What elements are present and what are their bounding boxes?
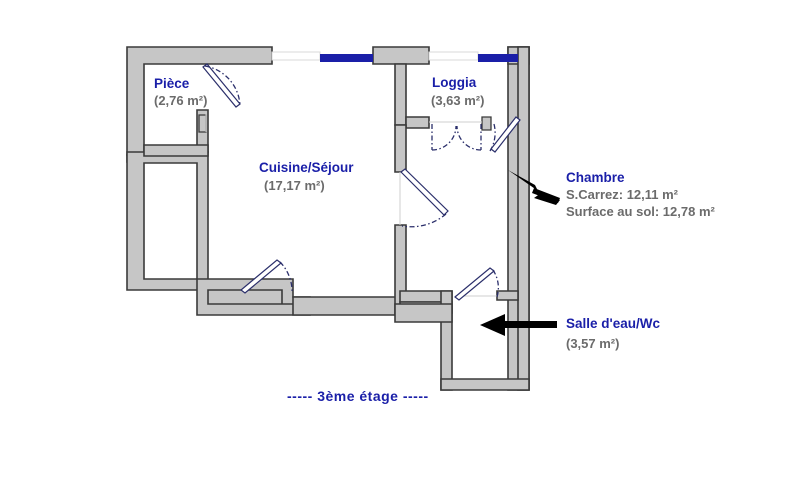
window-opening-white-2 [428, 51, 479, 61]
door-swing-icon-cuisine-bottom [240, 259, 293, 294]
room-label-loggia: Loggia (3,63 m²) [431, 75, 484, 108]
room-name-loggia: Loggia [432, 75, 477, 90]
window-icon-1 [320, 54, 373, 62]
wall-loggia-door-jamb [481, 116, 492, 131]
wall-piece-door-jamb [198, 114, 207, 133]
floor-caption: ----- 3ème étage ----- [287, 388, 429, 404]
wall-central-divider-upper [394, 124, 407, 173]
windows-group [271, 51, 518, 62]
arrow-pointer-icon-chambre [508, 170, 560, 205]
wall-left-main [126, 151, 209, 291]
wall-top-center-stub [372, 46, 430, 65]
callout-salle-d-eau-wc: Salle d'eau/Wc (3,57 m²) [566, 316, 660, 351]
room-area-loggia: (3,63 m²) [431, 93, 484, 108]
door-swing-icon-loggia-right [489, 116, 521, 153]
room-name-piece: Pièce [154, 76, 190, 91]
room-labels-group: Pièce (2,76 m²) Cuisine/Séjour (17,17 m²… [154, 75, 484, 193]
room-label-piece: Pièce (2,76 m²) [154, 76, 207, 108]
callout-name-salle-d-eau-wc: Salle d'eau/Wc [566, 316, 660, 331]
callout-labels-group: Chambre S.Carrez: 12,11 m² Surface au so… [566, 170, 716, 351]
window-icon-2 [478, 54, 518, 62]
wall-piece-bottom [143, 144, 209, 157]
wall-loggia-bottom-left [405, 116, 430, 129]
wall-cuisine-to-bathroom [394, 303, 453, 323]
callout-line-salle-d-eau-area: (3,57 m²) [566, 336, 619, 351]
arrow-pointer-icon-salle-d-eau [480, 314, 557, 336]
wall-right-outer [517, 46, 530, 391]
walls-group [126, 46, 530, 391]
wall-center-vertical-top [394, 63, 407, 126]
callout-name-chambre: Chambre [566, 170, 625, 185]
door-swing-icon-central [399, 168, 449, 228]
wall-bathroom-top-right [496, 290, 519, 301]
callout-chambre: Chambre S.Carrez: 12,11 m² Surface au so… [566, 170, 716, 219]
wall-bathroom-bottom [440, 378, 530, 391]
door-swing-icon-loggia-double [429, 121, 482, 151]
callout-arrows-group [480, 170, 560, 336]
room-area-piece: (2,76 m²) [154, 93, 207, 108]
door-swing-icon-piece [202, 63, 241, 132]
window-opening-white-1 [271, 51, 321, 61]
room-label-cuisine-sejour: Cuisine/Séjour (17,17 m²) [259, 160, 354, 193]
wall-cuisine-bottom [292, 296, 413, 316]
wall-cuisine-bottom-step [196, 278, 311, 316]
door-swing-icon-bathroom [454, 267, 500, 301]
callout-line-chambre-carrez: S.Carrez: 12,11 m² [566, 187, 679, 202]
room-area-cuisine-sejour: (17,17 m²) [264, 178, 325, 193]
room-name-cuisine-sejour: Cuisine/Séjour [259, 160, 354, 175]
doors-group [202, 63, 521, 301]
callout-line-chambre-sol: Surface au sol: 12,78 m² [566, 204, 716, 219]
